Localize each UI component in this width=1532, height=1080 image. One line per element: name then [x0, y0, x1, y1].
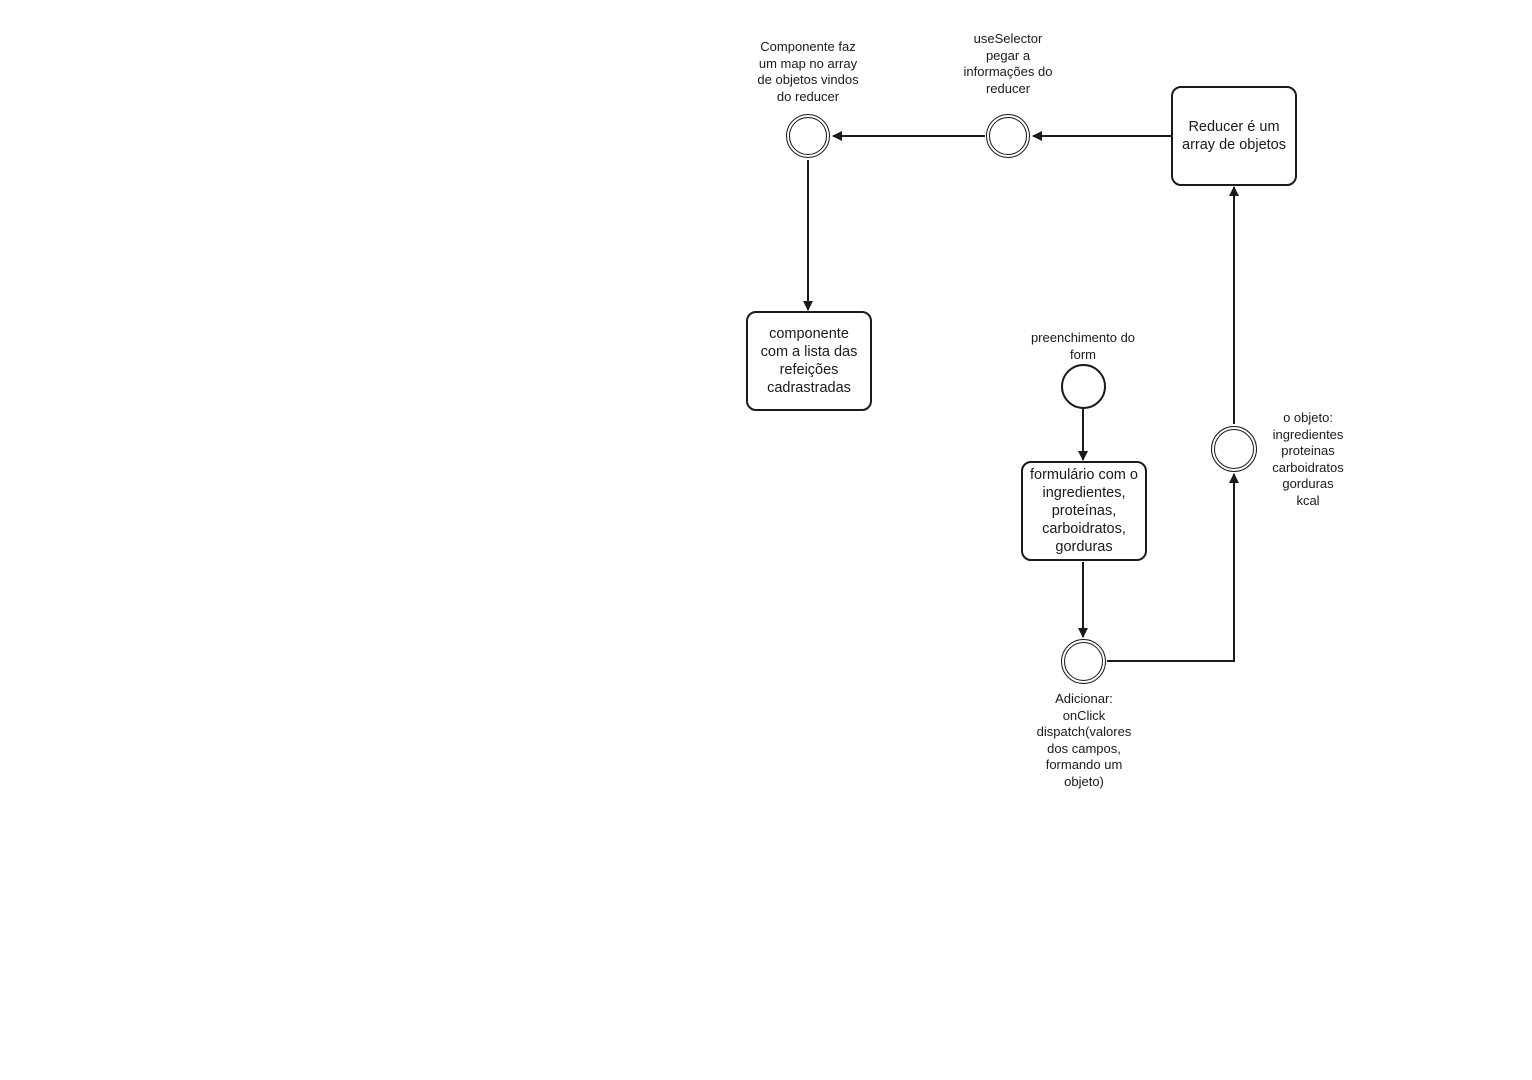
map-label: Componente faz um map no array de objeto… [757, 39, 859, 104]
start-event-circle [1061, 364, 1106, 409]
map-event-circle [786, 114, 830, 158]
adicionar-event-circle [1061, 639, 1106, 684]
objeto-event-circle [1211, 426, 1257, 472]
adicionar-label: Adicionar: onClick dispatch(valores dos … [1036, 691, 1132, 789]
selector-label: useSelector pegar a informações do reduc… [963, 31, 1053, 96]
preenchimento-label: preenchimento do form [1030, 330, 1136, 362]
selector-event-circle [986, 114, 1030, 158]
lista-refeicoes-node: componente com a lista das refeições cad… [746, 311, 872, 411]
edge-adicionar-to-objeto [1107, 473, 1239, 662]
lista-refeicoes-node-text: componente com a lista das refeições cad… [760, 326, 858, 396]
reducer-node-text: Reducer é um array de objetos [1182, 119, 1286, 153]
reducer-node: Reducer é um array de objetos [1171, 86, 1297, 186]
objeto-label: o objeto: ingredientes proteinas carboid… [1272, 410, 1344, 508]
formulario-node-text: formulário com o ingredientes, proteínas… [1030, 467, 1138, 555]
formulario-node: formulário com o ingredientes, proteínas… [1021, 461, 1147, 561]
